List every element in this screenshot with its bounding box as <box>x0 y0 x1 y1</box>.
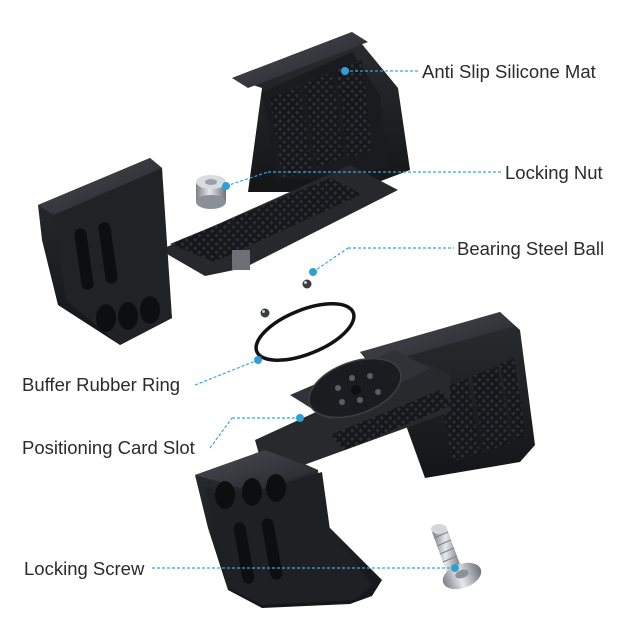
lower-clamp <box>195 312 535 608</box>
label-positioning-card-slot: Positioning Card Slot <box>22 437 195 458</box>
lower-right-jaw-top <box>360 312 515 365</box>
callout-dot-bearing-ball <box>309 268 317 276</box>
label-locking-screw: Locking Screw <box>24 558 145 579</box>
callout-line-bearing-ball <box>312 247 349 273</box>
upper-bridge-knurl <box>170 178 362 262</box>
lower-bridge-knurl <box>330 390 452 450</box>
bearing-steel-balls <box>260 279 312 318</box>
callout-line-card-slot <box>209 417 233 449</box>
callout-dot-rubber-ring <box>254 356 262 364</box>
label-locking-nut: Locking Nut <box>505 162 603 183</box>
upper-clamp <box>38 32 410 345</box>
positioning-card-slot <box>308 357 402 419</box>
locking-nut <box>196 175 226 209</box>
upper-right-jaw-top <box>232 32 368 88</box>
callout-dot-locking-nut <box>222 182 230 190</box>
label-buffer-rubber-ring: Buffer Rubber Ring <box>22 374 181 395</box>
callout-dot-card-slot <box>296 414 304 422</box>
callout-dot-anti-slip-mat <box>341 67 349 75</box>
buffer-rubber-ring <box>254 302 356 362</box>
upper-left-jaw-top <box>38 158 162 215</box>
callout-line-locking-nut <box>225 171 269 187</box>
callout-line-rubber-ring <box>194 359 259 386</box>
callout-lines <box>152 70 502 569</box>
anti-slip-silicone-mat <box>270 60 372 178</box>
label-bearing-steel-ball: Bearing Steel Ball <box>457 238 605 259</box>
callout-dot-locking-screw <box>451 564 459 572</box>
label-anti-slip-silicone-mat: Anti Slip Silicone Mat <box>422 61 596 82</box>
callout-dots <box>222 67 459 572</box>
locking-screw <box>431 524 482 590</box>
